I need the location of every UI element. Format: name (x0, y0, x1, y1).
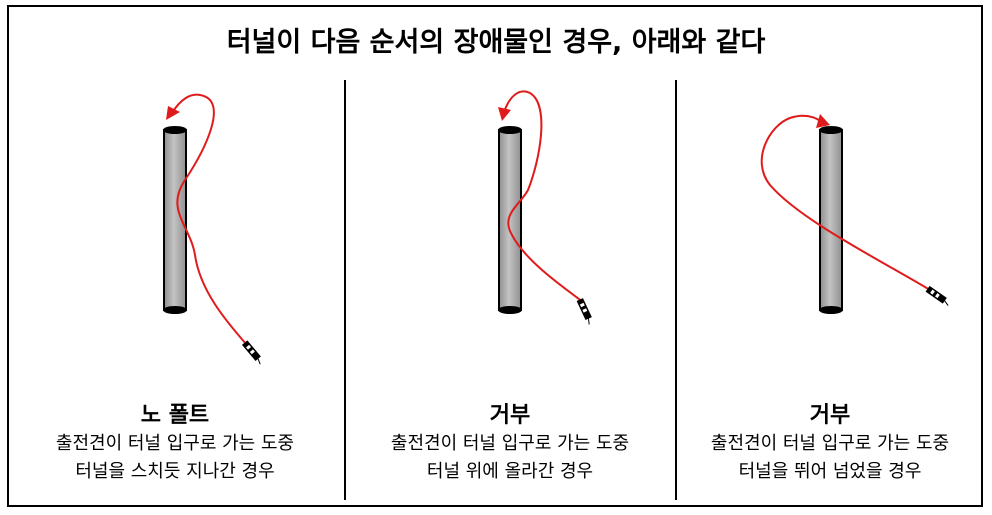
panel-divider-1 (344, 80, 346, 500)
panel-3-illustration (760, 114, 949, 314)
dog-marker-3 (925, 285, 949, 306)
panel-1-label: 노 폴트 (140, 403, 210, 428)
path-arrow-3 (816, 114, 830, 128)
tunnel-2 (498, 126, 522, 314)
panel-1-desc-line-2: 터널을 스치듯 지나간 경우 (75, 461, 275, 482)
panel-3-description: 출전견이 터널 입구로 가는 도중 터널을 뛰어 넘었을 경우 (665, 430, 992, 486)
panel-divider-2 (675, 80, 677, 500)
panel-2-desc-line-1: 출전견이 터널 입구로 가는 도중 (390, 433, 630, 454)
tunnel-3 (819, 126, 843, 314)
panel-3-label: 거부 (809, 403, 851, 428)
panel-3-desc-line-1: 출전견이 터널 입구로 가는 도중 (710, 433, 950, 454)
diagram-title: 터널이 다음 순서의 장애물인 경우, 아래와 같다 (226, 27, 766, 58)
path-arrow-2 (498, 107, 511, 121)
dog-marker-2 (576, 298, 592, 325)
dog-marker-1 (241, 340, 261, 365)
path-arrow-1 (166, 106, 180, 120)
dog-path-3 (760, 114, 931, 291)
tunnel-1 (163, 126, 187, 314)
panel-2-desc-line-2: 터널 위에 올라간 경우 (426, 461, 594, 482)
dog-path-1 (171, 93, 248, 346)
panel-2-illustration (498, 90, 592, 325)
panel-1-desc-line-1: 출전견이 터널 입구로 가는 도중 (55, 433, 295, 454)
panel-2-description: 출전견이 터널 입구로 가는 도중 터널 위에 올라간 경우 (345, 430, 675, 486)
dog-path-2 (503, 90, 584, 303)
panel-1-description: 출전견이 터널 입구로 가는 도중 터널을 스치듯 지나간 경우 (10, 430, 340, 486)
panel-1-illustration (163, 93, 261, 365)
panel-3-desc-line-2: 터널을 뛰어 넘었을 경우 (738, 461, 922, 482)
panel-2-label: 거부 (489, 403, 531, 428)
